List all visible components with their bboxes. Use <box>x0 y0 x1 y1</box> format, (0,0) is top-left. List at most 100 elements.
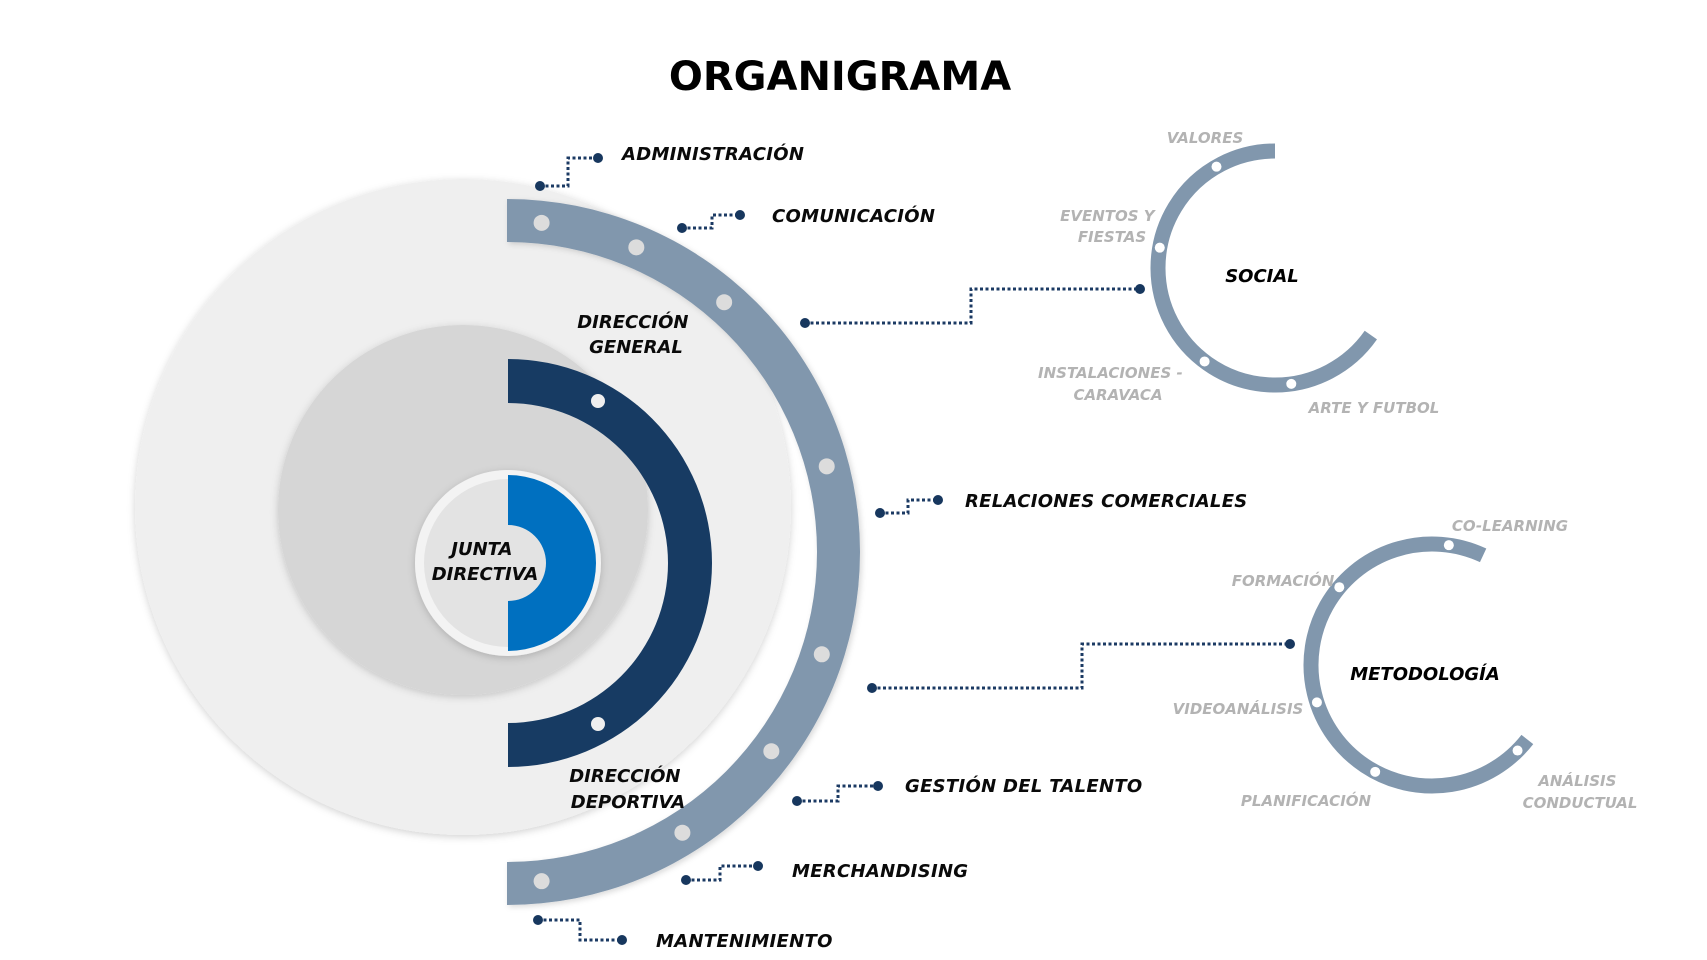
outer-ring-dot <box>533 873 550 890</box>
department-administracion[interactable]: ADMINISTRACIÓN <box>535 143 804 191</box>
social-item-dot <box>1154 242 1165 253</box>
direccion-general-label: DIRECCIÓN GENERAL <box>577 311 695 358</box>
connector-node <box>933 495 943 505</box>
outer-ring-dots <box>533 214 835 890</box>
core-arc <box>508 475 596 651</box>
connector-line <box>682 213 740 230</box>
connector-social <box>800 284 1145 328</box>
page-title: ORGANIGRAMA <box>669 54 1011 100</box>
department-label: RELACIONES COMERCIALES <box>965 491 1248 512</box>
social-item-arte-futbol[interactable]: ARTE Y FUTBOL <box>1308 399 1440 417</box>
met-item-formacion[interactable]: FORMACIÓN <box>1232 571 1335 590</box>
social-arc-dots <box>1154 161 1297 389</box>
connector-node <box>593 153 603 163</box>
department-relaciones-comerciales[interactable]: RELACIONES COMERCIALES <box>875 491 1248 518</box>
department-merchandising[interactable]: MERCHANDISING <box>681 861 968 885</box>
direction-general-dot <box>591 394 605 408</box>
main-org-wheel: JUNTA DIRECTIVA DIRECCIÓN GENERAL DIRECC… <box>135 179 860 905</box>
connector-line <box>872 642 1290 690</box>
social-item-eventos[interactable]: EVENTOS Y FIESTAS <box>1060 207 1160 246</box>
outer-ring <box>507 199 860 905</box>
connector-node <box>1135 284 1145 294</box>
item-label-line: EVENTOS Y <box>1060 207 1157 225</box>
met-item-videoanalisis[interactable]: VIDEOANÁLISIS <box>1173 699 1304 718</box>
item-label-line: CO-LEARNING <box>1452 517 1568 535</box>
connector-line <box>538 918 622 942</box>
department-label: GESTIÓN DEL TALENTO <box>905 775 1143 797</box>
junta-directiva-line-2: DIRECTIVA <box>432 564 539 585</box>
outer-ring-dot <box>818 458 835 475</box>
hub-social[interactable]: SOCIAL VALORES EVENTOS Y FIESTAS INSTALA… <box>1038 129 1439 417</box>
department-list: ADMINISTRACIÓN COMUNICACIÓN RELACIONES C… <box>533 143 1295 952</box>
metodologia-item-dot <box>1334 582 1345 593</box>
connector-line <box>686 864 758 882</box>
department-mantenimiento[interactable]: MANTENIMIENTO <box>533 915 833 952</box>
item-label-line: CONDUCTUAL <box>1523 794 1638 812</box>
item-label-line: VALORES <box>1167 129 1244 147</box>
connector-line <box>805 287 1140 325</box>
social-item-instalaciones[interactable]: INSTALACIONES - CARAVACA <box>1038 364 1188 404</box>
department-label: ADMINISTRACIÓN <box>620 143 804 165</box>
item-label-line: ARTE Y FUTBOL <box>1308 399 1440 417</box>
outer-ring-dot <box>628 239 645 256</box>
connector-node <box>617 935 627 945</box>
connector-node <box>735 210 745 220</box>
connector-node <box>875 508 885 518</box>
outer-ring-dot <box>533 214 550 231</box>
met-item-planificacion[interactable]: PLANIFICACIÓN <box>1241 791 1372 810</box>
social-item-dot <box>1211 161 1222 172</box>
social-arc <box>1150 143 1377 393</box>
outer-ring-dot <box>813 646 830 663</box>
direction-deportiva-dot <box>591 717 605 731</box>
department-label: MERCHANDISING <box>792 861 968 882</box>
connector-node <box>533 915 543 925</box>
connector-metodologia <box>867 639 1295 693</box>
metodologia-arc-dots <box>1311 540 1523 777</box>
met-item-co-learning[interactable]: CO-LEARNING <box>1452 517 1568 535</box>
direccion-deportiva-label: DIRECCIÓN DEPORTIVA <box>569 765 687 813</box>
metodologia-item-dot <box>1370 766 1381 777</box>
department-label: MANTENIMIENTO <box>656 931 833 952</box>
hub-metodologia[interactable]: METODOLOGÍA CO-LEARNING FORMACIÓN VIDEOA… <box>1173 517 1638 812</box>
department-label: COMUNICACIÓN <box>772 205 935 227</box>
metodologia-item-dot <box>1512 745 1523 756</box>
connector-node <box>800 318 810 328</box>
hub-label: SOCIAL <box>1225 266 1299 287</box>
connector-node <box>677 223 687 233</box>
connector-node <box>873 781 883 791</box>
connector-line <box>880 498 938 515</box>
metodologia-arc <box>1303 536 1534 794</box>
department-gestion-del-talento[interactable]: GESTIÓN DEL TALENTO <box>792 775 1143 806</box>
connector-node <box>753 861 763 871</box>
connector-line <box>797 784 878 803</box>
metodologia-item-dot <box>1311 697 1322 708</box>
hub-label: METODOLOGÍA <box>1350 663 1500 685</box>
direccion-general-line-2: GENERAL <box>589 337 683 358</box>
connector-node <box>792 796 802 806</box>
direccion-general-line-1: DIRECCIÓN <box>577 311 688 333</box>
connector-node <box>681 875 691 885</box>
direccion-deportiva-line-1: DIRECCIÓN <box>569 765 680 787</box>
outer-ring-dot <box>674 824 691 841</box>
connector-node <box>867 683 877 693</box>
item-label-line: FIESTAS <box>1078 228 1146 246</box>
item-label-line: ANÁLISIS <box>1537 771 1616 790</box>
outer-ring-dot <box>763 743 780 760</box>
item-label-line: CARAVACA <box>1073 386 1162 404</box>
metodologia-item-dot <box>1443 540 1454 551</box>
direccion-deportiva-line-2: DEPORTIVA <box>571 792 685 813</box>
met-item-analisis-conductual[interactable]: ANÁLISIS CONDUCTUAL <box>1523 771 1638 812</box>
outer-ring-dot <box>716 294 733 311</box>
direction-ring <box>508 359 712 767</box>
junta-directiva-label: JUNTA DIRECTIVA <box>432 539 539 585</box>
social-item-valores[interactable]: VALORES <box>1167 129 1244 147</box>
item-label-line: INSTALACIONES - <box>1038 364 1183 382</box>
item-label-line: PLANIFICACIÓN <box>1241 791 1372 810</box>
junta-directiva-line-1: JUNTA <box>448 539 512 560</box>
social-item-dot <box>1199 356 1210 367</box>
department-comunicacion[interactable]: COMUNICACIÓN <box>677 205 935 233</box>
social-item-dot <box>1286 378 1297 389</box>
connector-node <box>1285 639 1295 649</box>
connector-node <box>535 181 545 191</box>
